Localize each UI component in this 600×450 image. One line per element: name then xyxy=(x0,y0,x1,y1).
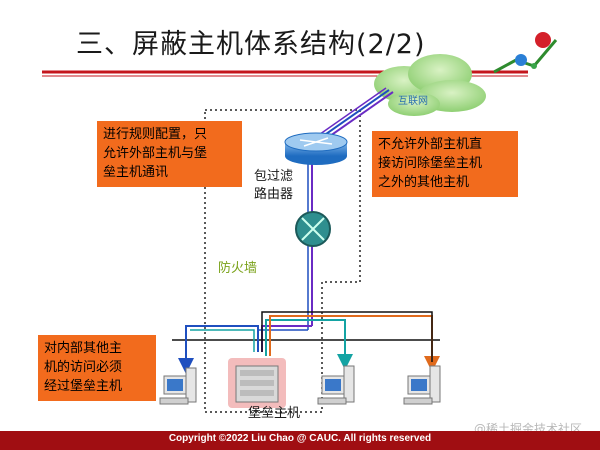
slide-title: 三、屏蔽主机体系结构(2/2) xyxy=(76,29,426,60)
router-label-line1: 包过滤 xyxy=(254,169,294,184)
note-left-bottom: 对内部其他主 机的访问必须 经过堡垒主机 xyxy=(38,335,156,401)
router-icon xyxy=(284,132,348,165)
note-line: 允许外部主机与堡 xyxy=(103,146,208,161)
note-line: 垒主机通讯 xyxy=(103,165,169,180)
note-line: 机的访问必须 xyxy=(44,360,123,375)
internal-host-left-icon xyxy=(159,367,197,405)
note-line: 之外的其他主机 xyxy=(378,175,470,190)
note-line: 接访问除堡垒主机 xyxy=(378,156,483,171)
firewall-label: 防火墙 xyxy=(218,261,258,276)
bastion-host-icon xyxy=(228,358,286,408)
traffic-paths xyxy=(172,87,440,374)
footer-copyright: Copyright ©2022 Liu Chao @ CAUC. All rig… xyxy=(168,433,432,444)
internal-host-middle-icon xyxy=(317,365,355,405)
internet-label: 互联网 xyxy=(398,96,428,107)
note-line: 对内部其他主 xyxy=(44,341,123,356)
note-line: 经过堡垒主机 xyxy=(44,379,123,394)
internal-host-right-icon xyxy=(403,365,441,405)
logo-icon xyxy=(493,32,558,74)
note-line: 不允许外部主机直 xyxy=(378,137,483,152)
router-label-line2: 路由器 xyxy=(254,187,294,202)
internet-cloud-icon xyxy=(374,54,486,116)
note-right-top: 不允许外部主机直 接访问除堡垒主机 之外的其他主机 xyxy=(372,131,518,197)
bastion-label: 堡垒主机 xyxy=(248,406,301,421)
note-left-top: 进行规则配置，只 允许外部主机与堡 垒主机通讯 xyxy=(97,121,242,187)
firewall-icon xyxy=(295,211,331,247)
note-line: 进行规则配置，只 xyxy=(103,127,208,142)
footer-bar xyxy=(0,431,600,450)
